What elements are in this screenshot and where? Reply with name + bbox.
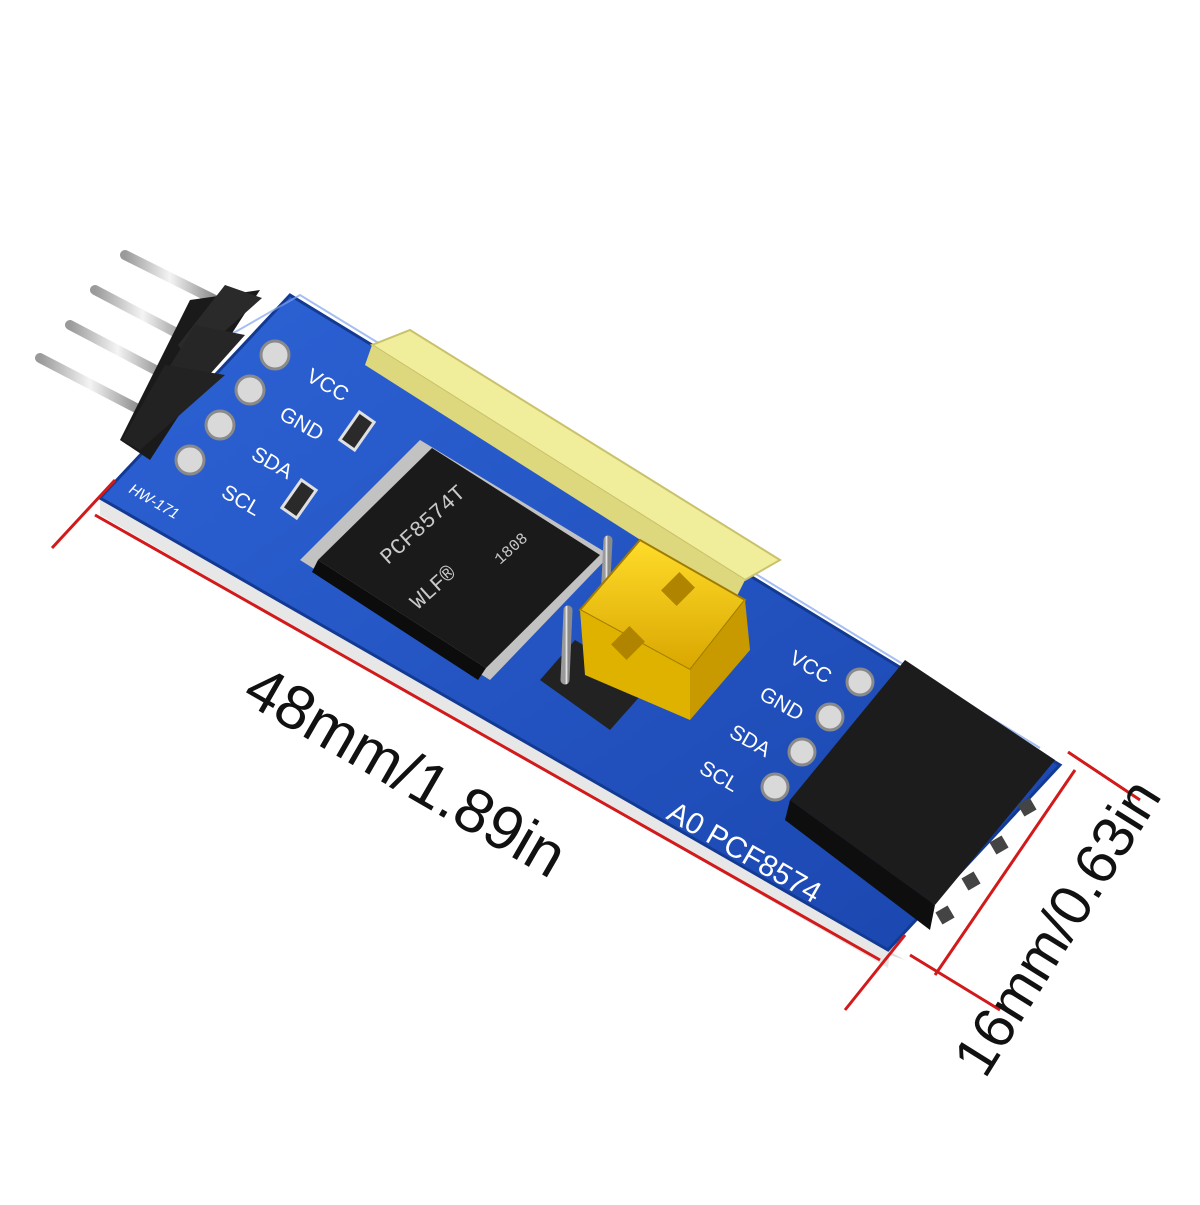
silkscreen-outline <box>229 293 1041 749</box>
left-header <box>35 250 291 476</box>
female-header <box>760 660 1055 930</box>
io-header <box>365 274 782 600</box>
address-jumpers <box>540 535 750 730</box>
pcb-underside <box>100 500 890 968</box>
ic-chip: PCF8574T WLF® 1808 <box>300 440 610 680</box>
smd-resistors <box>279 409 377 521</box>
